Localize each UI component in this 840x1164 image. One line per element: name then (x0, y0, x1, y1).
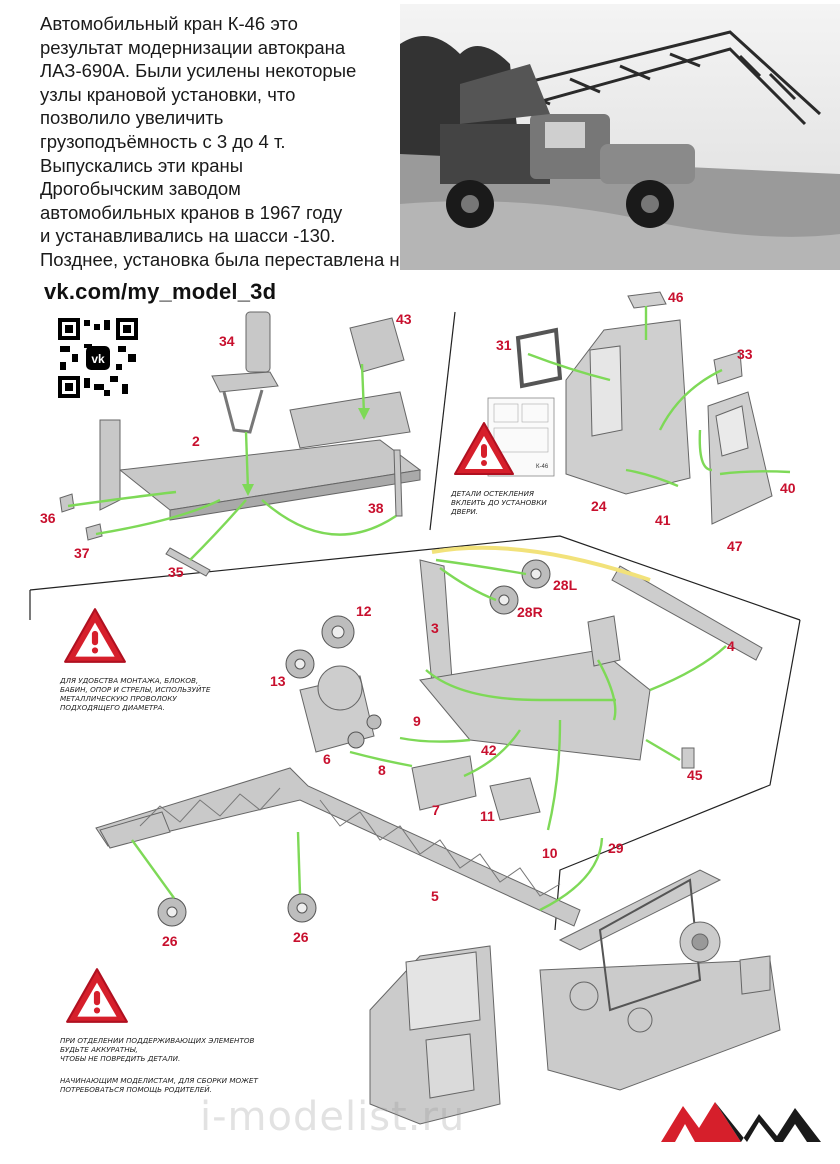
vk-url: vk.com/my_model_3d (44, 279, 277, 304)
part-number: 29 (608, 840, 624, 856)
part-number: 28L (553, 577, 578, 593)
cabin-assembly (515, 291, 773, 525)
platform-part (419, 649, 651, 761)
part-number: 5 (431, 888, 439, 904)
historical-crane-photo (400, 4, 840, 270)
glazing-sheet: К-46 (487, 397, 555, 477)
drums-pulleys (285, 559, 551, 749)
seat-cushion-part (211, 371, 279, 393)
intro-line: Выпускались эти краны (40, 154, 244, 176)
part-number: 47 (727, 538, 743, 554)
part-number: 10 (542, 845, 558, 861)
part-number: 8 (378, 762, 386, 778)
part-number: 6 (323, 751, 331, 767)
winch-part (411, 755, 477, 811)
beginners-note: НАЧИНАЮЩИМ МОДЕЛИСТАМ, ДЛЯ СБОРКИ МОЖЕТ … (60, 1076, 258, 1094)
part-number: 2 (192, 433, 200, 449)
boom-assembly (95, 767, 581, 927)
part-number: 46 (668, 289, 684, 305)
supports-note: ПРИ ОТДЕЛЕНИИ ПОДДЕРЖИВАЮЩИХ ЭЛЕМЕНТОВ Б… (60, 1036, 255, 1063)
part-number: 38 (368, 500, 384, 516)
intro-line: результат модернизации автокрана (40, 36, 346, 58)
qr-code-icon: vk (58, 318, 138, 398)
glazing-sheet-label: К-46 (536, 464, 549, 470)
part-number: 24 (591, 498, 607, 514)
small-bracket-part (681, 747, 695, 769)
boom-strut-part (611, 565, 763, 661)
warning-triangle-icon (66, 968, 128, 1023)
part-number: 40 (780, 480, 796, 496)
part-number: 3 (431, 620, 439, 636)
part-number: 45 (687, 767, 703, 783)
operator-seat-part (587, 615, 621, 667)
part-number: 26 (162, 933, 178, 949)
section1-arrows (67, 363, 397, 561)
qr-center-label: vk (91, 352, 105, 366)
part-number: 31 (496, 337, 512, 353)
intro-line: автомобильных кранов в 1967 году (40, 201, 343, 223)
part-number: 26 (293, 929, 309, 945)
part-number: 36 (40, 510, 56, 526)
part-number: 33 (737, 346, 753, 362)
warning-triangle-icon (64, 608, 126, 663)
watermark: i-modelist.ru (200, 1094, 466, 1140)
section2-arrows (527, 306, 791, 488)
battery-part (349, 317, 405, 373)
part-number: 12 (356, 603, 372, 619)
cabin-shell-part (565, 319, 691, 495)
intro-line: узлы крановой установки, что (40, 83, 296, 105)
frame-assembly (59, 311, 422, 577)
part-number: 11 (480, 808, 495, 824)
warning-triangle-icon (454, 422, 514, 475)
motor-part (489, 777, 541, 821)
part-number: 13 (270, 673, 286, 689)
part-number: 7 (432, 802, 440, 818)
part-number: 37 (74, 545, 90, 561)
window-frame-part (515, 327, 563, 389)
assembled-cabin-render (369, 945, 501, 1125)
intro-line: Автомобильный кран К-46 это (40, 13, 298, 34)
assembled-crane-render (539, 869, 781, 1091)
boom-wheels (157, 893, 317, 927)
intro-line: ЛАЗ-690А. Были усилены некоторые (40, 60, 357, 82)
wire-note: ДЛЯ УДОБСТВА МОНТАЖА, БЛОКОВ, БАБИН, ОПО… (60, 676, 211, 712)
glazing-note: ДЕТАЛИ ОСТЕКЛЕНИЯ ВКЛЕИТЬ ДО УСТАНОВКИ Д… (451, 489, 547, 516)
roof-hatch-part (627, 291, 667, 309)
part-number: 42 (481, 742, 497, 758)
intro-line: и устанавливались на шасси -130. (40, 225, 336, 247)
part-number: 43 (396, 311, 412, 327)
boom-lattice-lines (139, 787, 561, 897)
seat-back-part (245, 311, 271, 373)
intro-line: грузоподъёмность с 3 до 4 т. (40, 130, 286, 152)
crane-platform-assembly (299, 559, 763, 821)
part-number: 28R (517, 604, 543, 620)
arrow-heads (242, 408, 370, 496)
section3-arrows (349, 558, 727, 831)
part-number: 35 (168, 564, 184, 580)
intro-line: позволило увеличить (40, 107, 224, 129)
part-number: 4 (727, 638, 735, 654)
brand-logo-icon (661, 1102, 821, 1142)
section4-arrows (131, 831, 604, 912)
part-number: 34 (219, 333, 235, 349)
part-number: 41 (655, 512, 671, 528)
cable-wire (431, 545, 651, 582)
intro-line: Дрогобычским заводом (40, 178, 241, 200)
part-number: 9 (413, 713, 421, 729)
